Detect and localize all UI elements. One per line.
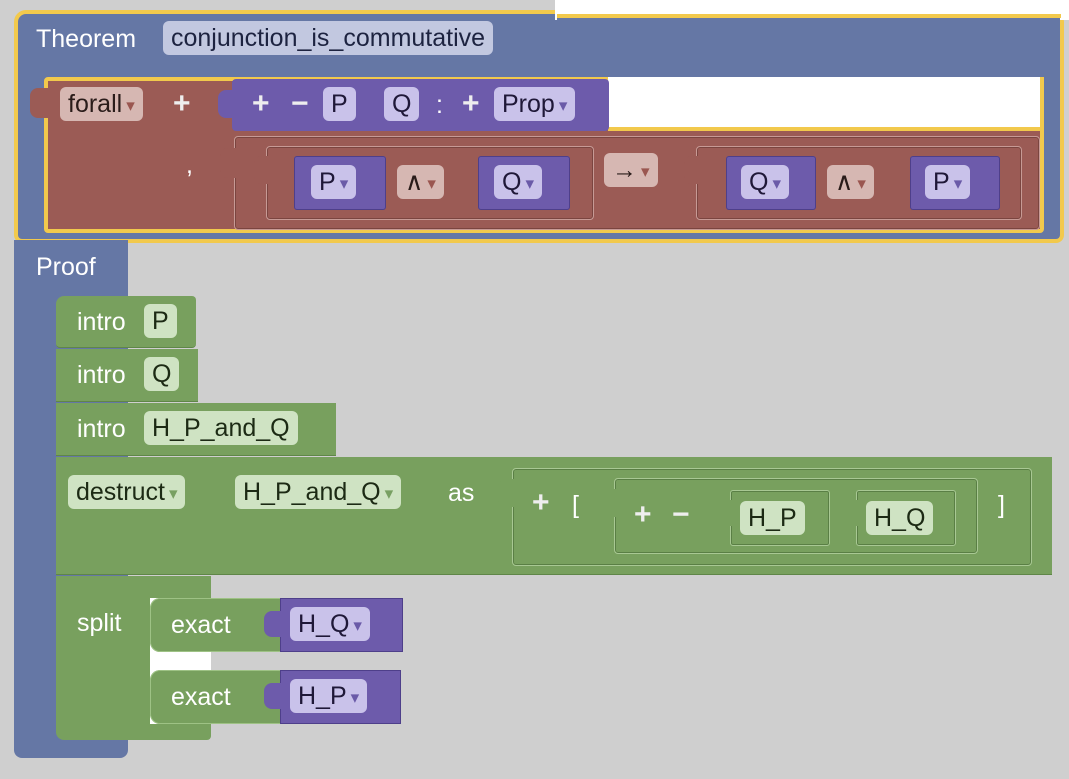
chevron-down-icon: ▾ <box>427 174 436 193</box>
implication-left-tab <box>220 148 238 178</box>
rhs-right-label: P <box>933 168 950 196</box>
lhs-left-label: P <box>319 168 336 196</box>
arrow-label: → <box>612 156 637 184</box>
tactic-label: intro <box>77 415 126 443</box>
tactic-label: exact <box>171 611 231 639</box>
intro-arg-field[interactable]: Q <box>144 357 180 391</box>
exact-block[interactable] <box>150 598 282 652</box>
tactic-label: intro <box>77 361 126 389</box>
open-bracket: [ <box>572 491 579 519</box>
minus-icon[interactable]: − <box>291 87 309 120</box>
plus-icon[interactable]: + <box>252 87 270 120</box>
plus-icon[interactable]: + <box>462 87 480 120</box>
plus-icon[interactable]: + <box>634 498 652 531</box>
chevron-down-icon: ▾ <box>350 688 360 707</box>
exact-arg-dropdown[interactable]: H_P▾ <box>290 679 368 713</box>
rhs-op-dropdown[interactable]: ∧▾ <box>827 165 874 199</box>
destruct-target-dropdown[interactable]: H_P_and_Q▾ <box>235 475 402 509</box>
name-left-tab <box>842 500 860 526</box>
destruct-as-label: as <box>448 479 475 507</box>
name-left-tab <box>716 500 734 526</box>
rhs-left-operand[interactable]: Q▾ <box>741 165 789 199</box>
binder-colon: : <box>436 91 443 119</box>
theorem-top-notch-edge <box>557 14 1061 18</box>
destruct-target-label: H_P_and_Q <box>243 478 381 506</box>
chevron-down-icon: ▾ <box>558 96 568 115</box>
lhs-left-tab <box>254 156 270 184</box>
close-bracket: ] <box>998 491 1005 519</box>
theorem-top-notch-fill <box>557 18 1060 24</box>
tactic-label: exact <box>171 683 231 711</box>
arrow-dropdown[interactable]: →▾ <box>604 153 658 187</box>
forall-comma: , <box>186 151 193 179</box>
rhs-right-operand[interactable]: P▾ <box>925 165 971 199</box>
name-field[interactable]: H_Q <box>866 501 934 535</box>
binder-type-label: Prop <box>502 90 555 118</box>
split-label: split <box>77 609 122 637</box>
tactic-label: intro <box>77 308 126 336</box>
chevron-down-icon: ▾ <box>339 174 349 193</box>
exact-arg-left-tab <box>264 683 282 709</box>
chevron-down-icon: ▾ <box>384 484 394 503</box>
chevron-down-icon: ▾ <box>353 616 362 635</box>
plus-icon[interactable]: + <box>173 87 191 120</box>
intro-arg-field[interactable]: H_P_and_Q <box>144 411 298 445</box>
intro-pattern-left-tab <box>498 479 516 507</box>
binder-type-dropdown[interactable]: Prop▾ <box>494 87 576 121</box>
chevron-down-icon: ▾ <box>857 174 866 193</box>
proof-header-bar <box>14 240 128 290</box>
forall-gap-edge-right <box>1040 77 1044 131</box>
lhs-left-operand[interactable]: P▾ <box>311 165 357 199</box>
lhs-op-label: ∧ <box>405 168 424 196</box>
binder-var-p[interactable]: P <box>323 87 356 121</box>
forall-dropdown[interactable]: forall▾ <box>60 87 143 121</box>
chevron-down-icon: ▾ <box>525 174 534 193</box>
forall-white-gap <box>608 77 1044 131</box>
binder-var-q[interactable]: Q <box>384 87 420 121</box>
plus-icon[interactable]: + <box>532 486 550 519</box>
exact-arg-label: H_Q <box>298 610 350 638</box>
exact-arg-label: H_P <box>298 682 347 710</box>
lhs-op-dropdown[interactable]: ∧▾ <box>397 165 444 199</box>
name-field[interactable]: H_P <box>740 501 805 535</box>
theorem-name-field[interactable]: conjunction_is_commutative <box>163 21 494 55</box>
exact-arg-dropdown[interactable]: H_Q▾ <box>290 607 370 641</box>
chevron-down-icon: ▾ <box>641 162 650 181</box>
forall-label: forall <box>68 90 123 118</box>
exact-block[interactable] <box>150 670 282 724</box>
lhs-right-label: Q <box>502 168 522 196</box>
minus-icon[interactable]: − <box>672 498 690 531</box>
rhs-left-label: Q <box>749 168 769 196</box>
proof-keyword: Proof <box>36 253 96 281</box>
rhs-left-tab <box>684 156 700 184</box>
intro-arg-field[interactable]: P <box>144 304 177 338</box>
binder-left-tab <box>218 90 236 118</box>
chevron-down-icon: ▾ <box>772 174 781 193</box>
chevron-down-icon: ▾ <box>126 96 135 115</box>
split-bottom-arm <box>56 724 211 740</box>
name-list-left-tab <box>600 489 618 517</box>
lhs-right-operand[interactable]: Q▾ <box>494 165 542 199</box>
exact-arg-left-tab <box>264 611 282 637</box>
theorem-keyword: Theorem <box>36 25 137 53</box>
forall-gap-edge <box>608 127 1044 131</box>
rhs-op-label: ∧ <box>835 168 854 196</box>
forall-left-tab <box>30 88 48 118</box>
destruct-dropdown[interactable]: destruct▾ <box>68 475 186 509</box>
chevron-down-icon: ▾ <box>953 174 963 193</box>
destruct-label: destruct <box>76 478 165 506</box>
chevron-down-icon: ▾ <box>168 484 178 503</box>
